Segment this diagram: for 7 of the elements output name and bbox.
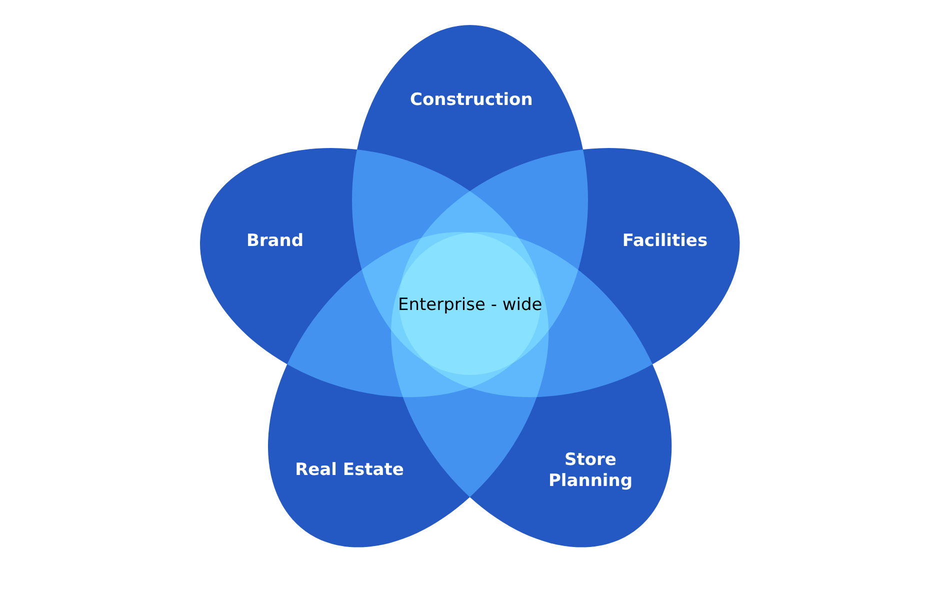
venn-ellipse: [200, 148, 540, 398]
region-label: Store Planning: [547, 450, 634, 492]
region-label: Facilities: [621, 231, 709, 252]
region-label: Construction: [410, 90, 530, 110]
center-label: Enterprise - wide: [398, 295, 542, 315]
region-label: Brand: [245, 231, 305, 252]
region-label: Real Estate: [294, 460, 405, 482]
